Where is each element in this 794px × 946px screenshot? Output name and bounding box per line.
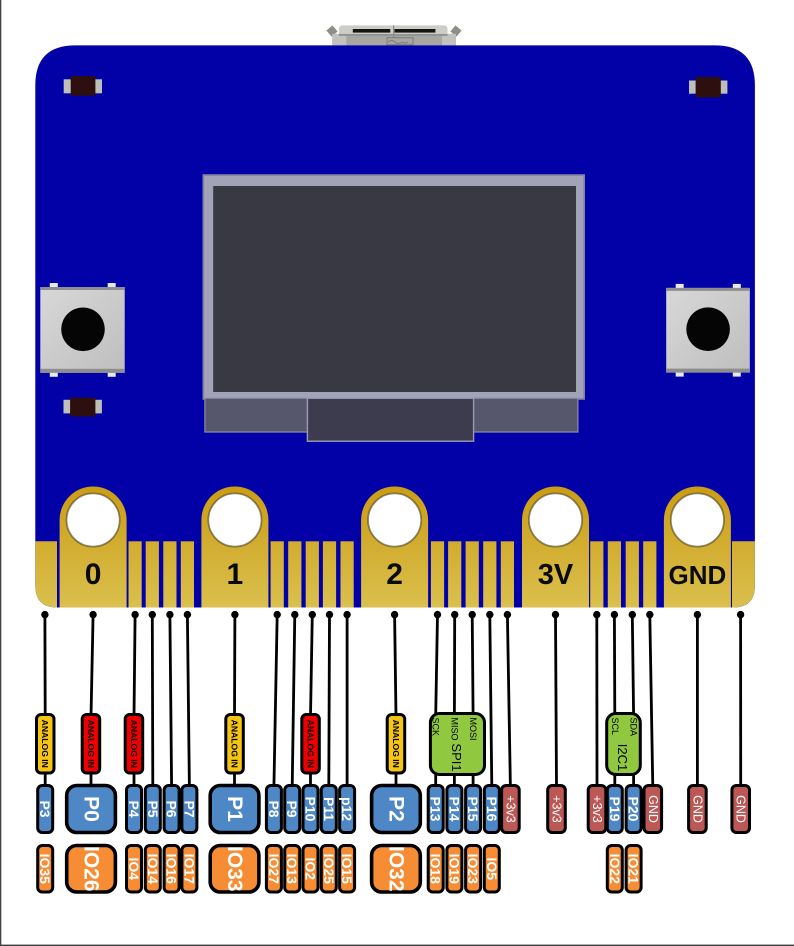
- svg-text:P1: P1: [223, 796, 246, 822]
- svg-text:P8: P8: [266, 800, 282, 817]
- svg-text:IO16: IO16: [164, 854, 180, 885]
- svg-text:IO26: IO26: [80, 846, 103, 892]
- svg-text:GND: GND: [734, 795, 748, 823]
- svg-text:IO14: IO14: [145, 854, 161, 885]
- svg-text:P5: P5: [145, 800, 161, 817]
- svg-text:+3v3: +3v3: [503, 795, 517, 823]
- svg-text:IO33: IO33: [223, 846, 246, 892]
- svg-text:IO17: IO17: [181, 854, 197, 885]
- svg-text:IO22: IO22: [607, 854, 623, 885]
- svg-text:P13: P13: [428, 797, 444, 822]
- svg-text:GND: GND: [690, 795, 704, 823]
- svg-text:ANALOG IN: ANALOG IN: [230, 720, 240, 768]
- svg-text:P3: P3: [37, 800, 53, 817]
- svg-text:IO35: IO35: [37, 854, 53, 885]
- svg-text:IO4: IO4: [126, 857, 142, 880]
- svg-text:P20: P20: [626, 797, 642, 822]
- svg-text:P6: P6: [164, 800, 180, 817]
- svg-text:SCL: SCL: [610, 718, 620, 736]
- svg-text:P15: P15: [465, 797, 481, 822]
- svg-text:P9: P9: [284, 800, 300, 817]
- svg-text:IO15: IO15: [339, 854, 355, 885]
- svg-text:+3v3: +3v3: [590, 795, 604, 823]
- svg-text:3V: 3V: [538, 559, 574, 591]
- svg-text:p12: p12: [339, 797, 355, 821]
- svg-text:GND: GND: [669, 560, 727, 590]
- svg-text:1: 1: [227, 558, 244, 591]
- svg-text:IO5: IO5: [484, 857, 500, 880]
- svg-text:0: 0: [85, 558, 102, 591]
- svg-text:IO25: IO25: [321, 854, 337, 885]
- svg-text:P16: P16: [484, 797, 500, 822]
- svg-text:ANALOG IN: ANALOG IN: [391, 720, 401, 768]
- svg-text:IO23: IO23: [465, 854, 481, 885]
- svg-text:IO21: IO21: [626, 854, 642, 885]
- svg-text:SPI1: SPI1: [449, 743, 464, 771]
- svg-text:IO27: IO27: [266, 854, 282, 885]
- svg-text:ANALOG IN: ANALOG IN: [306, 720, 316, 768]
- svg-text:P4: P4: [126, 800, 142, 817]
- svg-text:P2: P2: [385, 796, 408, 822]
- svg-text:IO13: IO13: [284, 854, 300, 885]
- svg-text:P7: P7: [181, 800, 197, 817]
- svg-text:IO18: IO18: [428, 854, 444, 885]
- svg-text:MOSI: MOSI: [468, 718, 478, 741]
- svg-text:+3v3: +3v3: [550, 795, 564, 823]
- svg-text:P10: P10: [303, 797, 319, 822]
- svg-text:P0: P0: [80, 796, 103, 822]
- svg-text:SDA: SDA: [629, 718, 639, 737]
- svg-text:I2C1: I2C1: [615, 744, 630, 771]
- svg-text:ANALOG IN: ANALOG IN: [86, 720, 96, 768]
- svg-text:2: 2: [386, 558, 403, 591]
- svg-text:ANALOG IN: ANALOG IN: [40, 720, 50, 768]
- svg-text:ANALOG IN: ANALOG IN: [129, 720, 139, 768]
- svg-text:P14: P14: [446, 797, 462, 822]
- svg-text:SCK: SCK: [431, 718, 441, 737]
- svg-text:GND: GND: [646, 795, 660, 823]
- svg-text:IO19: IO19: [446, 854, 462, 885]
- svg-text:IO32: IO32: [385, 846, 408, 892]
- svg-text:IO2: IO2: [303, 857, 319, 880]
- svg-text:MISO: MISO: [449, 718, 459, 741]
- svg-text:P19: P19: [607, 797, 623, 822]
- svg-text:P11: P11: [321, 797, 337, 821]
